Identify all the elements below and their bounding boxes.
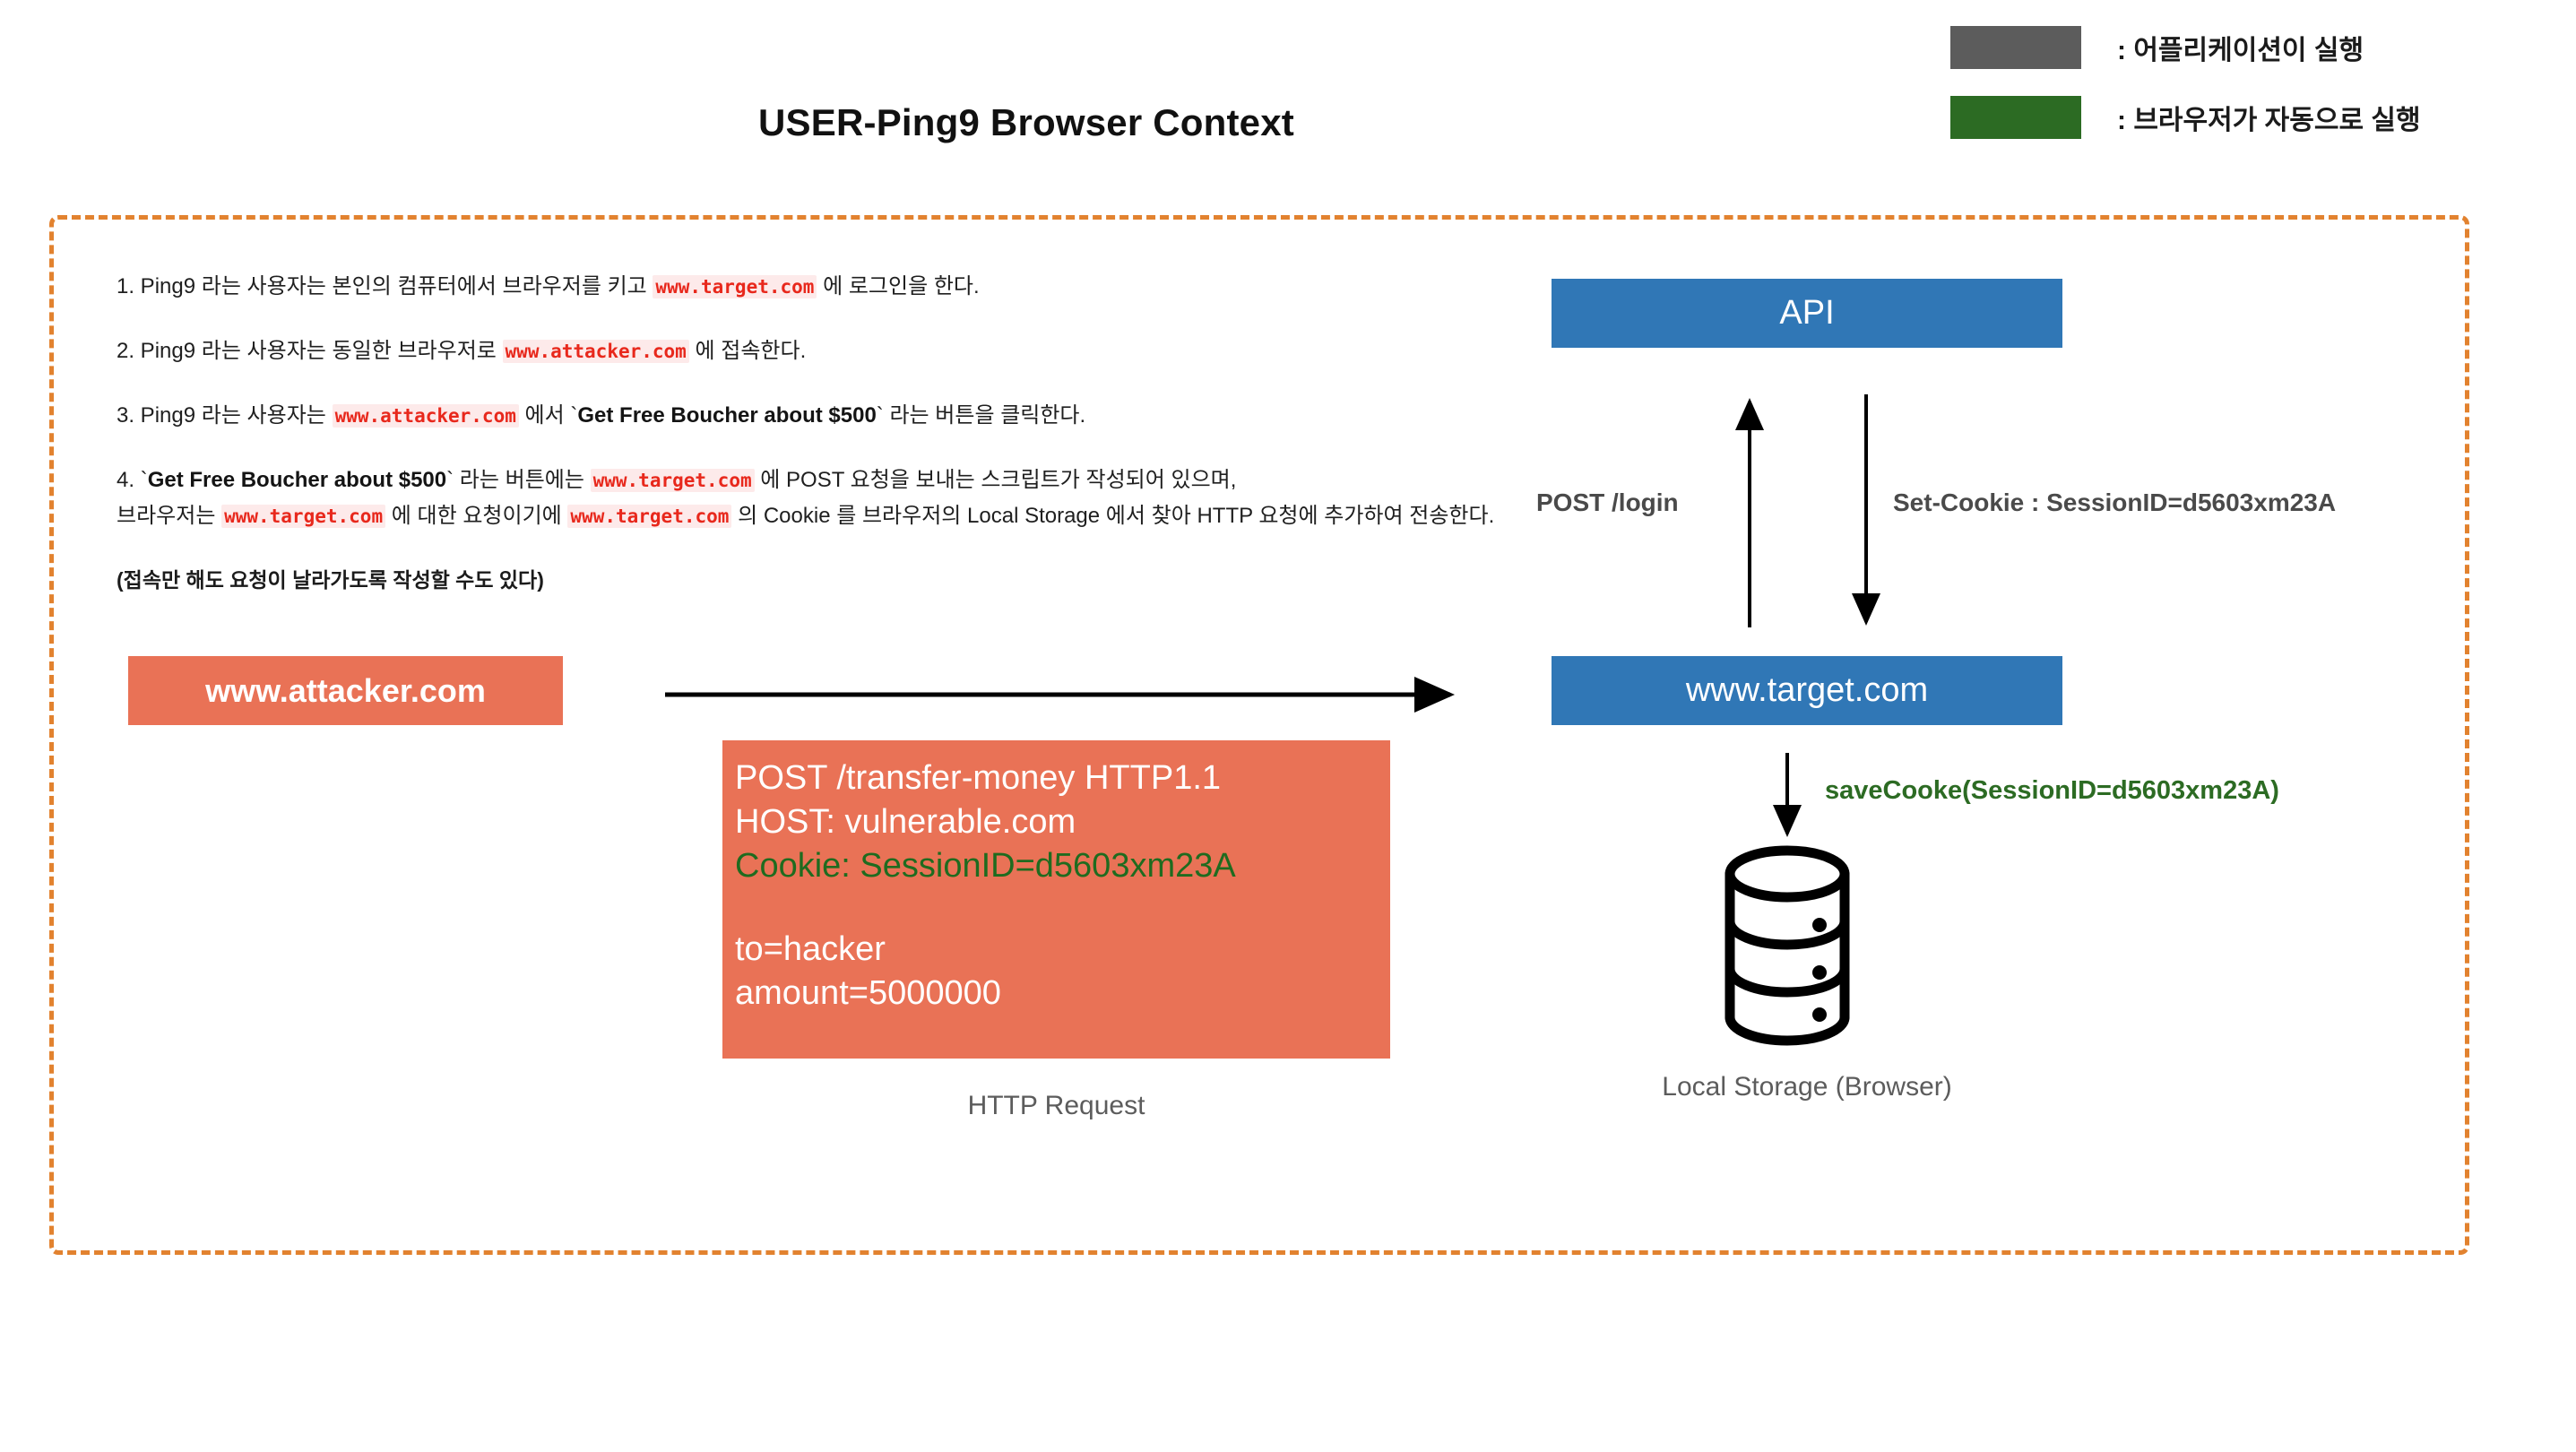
http-request-box: POST /transfer-money HTTP1.1 HOST: vulne…: [722, 740, 1390, 1059]
step-4-text-c: 에 POST 요청을 보내는 스크립트가 작성되어 있으며,: [754, 468, 1237, 492]
step-4-url-target-3: www.target.com: [567, 505, 732, 528]
node-api[interactable]: API: [1552, 279, 2062, 348]
arrow-label-set-cookie: Set-Cookie : SessionID=d5603xm23A: [1893, 488, 2337, 516]
step-4-line-b: 브라우저는 www.target.com 에 대한 요청이기에 www.targ…: [117, 498, 1569, 534]
steps-list: 1. Ping9 라는 사용자는 본인의 컴퓨터에서 브라우저를 키고 www.…: [117, 269, 1569, 593]
step-3: 3. Ping9 라는 사용자는 www.attacker.com 에서 `Ge…: [117, 398, 1569, 434]
grey-swatch-icon: [1950, 26, 2081, 69]
step-1: 1. Ping9 라는 사용자는 본인의 컴퓨터에서 브라우저를 키고 www.…: [117, 269, 1569, 305]
node-target-label: www.target.com: [1685, 671, 1929, 709]
step-4-button-name: Get Free Boucher about $500: [147, 468, 447, 492]
step-1-index: 1.: [117, 274, 135, 298]
step-1-text-a: Ping9 라는 사용자는 본인의 컴퓨터에서 브라우저를 키고: [134, 274, 653, 298]
step-4-text-a: `: [134, 468, 148, 492]
legend: : 어플리케이션이 실행 : 브라우저가 자동으로 실행: [1950, 22, 2560, 161]
step-3-url-attacker: www.attacker.com: [332, 404, 519, 428]
step-3-text-b: 에서 `: [518, 403, 578, 428]
http-request-line-to: to=hacker: [735, 930, 886, 968]
http-request-line-cookie: Cookie: SessionID=d5603xm23A: [735, 847, 1236, 885]
step-4-text-f: 의 Cookie 를 브라우저의 Local Storage 에서 찾아 HTT…: [731, 504, 1495, 528]
http-request-line-2: HOST: vulnerable.com: [735, 803, 1076, 841]
http-request-caption: HTTP Request: [967, 1091, 1145, 1120]
step-3-button-name: Get Free Boucher about $500: [577, 403, 877, 428]
node-attacker[interactable]: www.attacker.com: [128, 656, 563, 725]
steps-note: (접속만 해도 요청이 날라가도록 작성할 수도 있다): [117, 568, 544, 592]
step-1-text-b: 에 로그인을 한다.: [817, 274, 980, 298]
step-3-index: 3.: [117, 403, 135, 428]
step-4-url-target-2: www.target.com: [221, 505, 386, 528]
legend-item-application: : 어플리케이션이 실행: [1950, 22, 2560, 73]
step-4-text-b: ` 라는 버튼에는: [446, 468, 591, 492]
browser-context-frame: [49, 215, 2469, 1255]
legend-label-application: : 어플리케이션이 실행: [2117, 36, 2364, 65]
legend-item-browser: : 브라우저가 자동으로 실행: [1950, 91, 2560, 143]
step-4: 4. `Get Free Boucher about $500` 라는 버튼에는…: [117, 462, 1569, 534]
step-4-url-target-1: www.target.com: [590, 469, 755, 492]
green-swatch-icon: [1950, 96, 2081, 139]
step-2: 2. Ping9 라는 사용자는 동일한 브라우저로 www.attacker.…: [117, 333, 1569, 369]
http-request-line-1: POST /transfer-money HTTP1.1: [735, 759, 1222, 797]
node-attacker-label: www.attacker.com: [205, 671, 486, 709]
step-2-text-b: 에 접속한다.: [688, 339, 807, 363]
arrow-label-save-cookie: saveCooke(SessionID=d5603xm23A): [1825, 776, 2279, 805]
page-title: USER-Ping9 Browser Context: [758, 101, 1294, 143]
node-target[interactable]: www.target.com: [1552, 656, 2062, 725]
step-4-text-d: 브라우저는: [117, 504, 222, 528]
step-2-index: 2.: [117, 339, 135, 363]
arrow-label-post-login: POST /login: [1536, 488, 1679, 516]
step-2-text-a: Ping9 라는 사용자는 동일한 브라우저로: [134, 339, 503, 363]
step-3-text-c: ` 라는 버튼을 클릭한다.: [876, 403, 1086, 428]
step-4-index: 4.: [117, 468, 135, 492]
step-2-url-attacker: www.attacker.com: [502, 340, 689, 363]
step-1-url-target: www.target.com: [653, 275, 817, 298]
legend-label-browser: : 브라우저가 자동으로 실행: [2117, 106, 2421, 135]
local-storage-caption: Local Storage (Browser): [1662, 1072, 1952, 1102]
step-4-line-a: 4. `Get Free Boucher about $500` 라는 버튼에는…: [117, 462, 1569, 498]
http-request-line-amount: amount=5000000: [735, 974, 1001, 1012]
http-request-blank-line: [735, 888, 1390, 928]
step-4-text-e: 에 대한 요청이기에: [385, 504, 568, 528]
node-api-label: API: [1779, 294, 1835, 332]
step-3-text-a: Ping9 라는 사용자는: [134, 403, 333, 428]
